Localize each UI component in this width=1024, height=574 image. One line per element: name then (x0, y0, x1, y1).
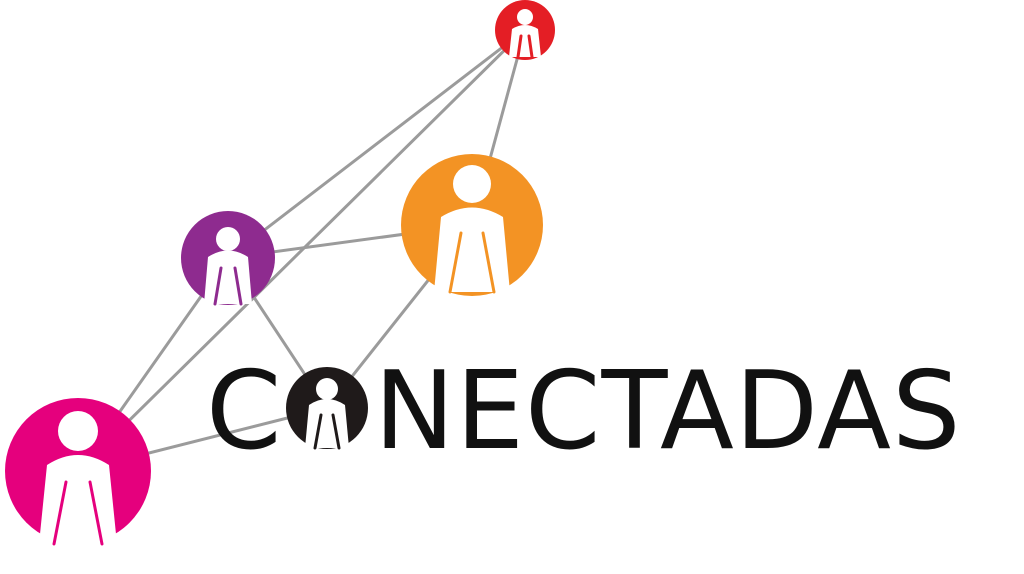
wordmark: C NECTADAS (206, 349, 962, 474)
wordmark-letter-c: C (206, 349, 282, 474)
wordmark-rest: NECTADAS (374, 349, 962, 474)
person-icon (286, 367, 368, 450)
person-red (495, 0, 555, 60)
person-orange (401, 154, 543, 296)
person-magenta (5, 398, 151, 546)
person-purple (181, 211, 275, 306)
